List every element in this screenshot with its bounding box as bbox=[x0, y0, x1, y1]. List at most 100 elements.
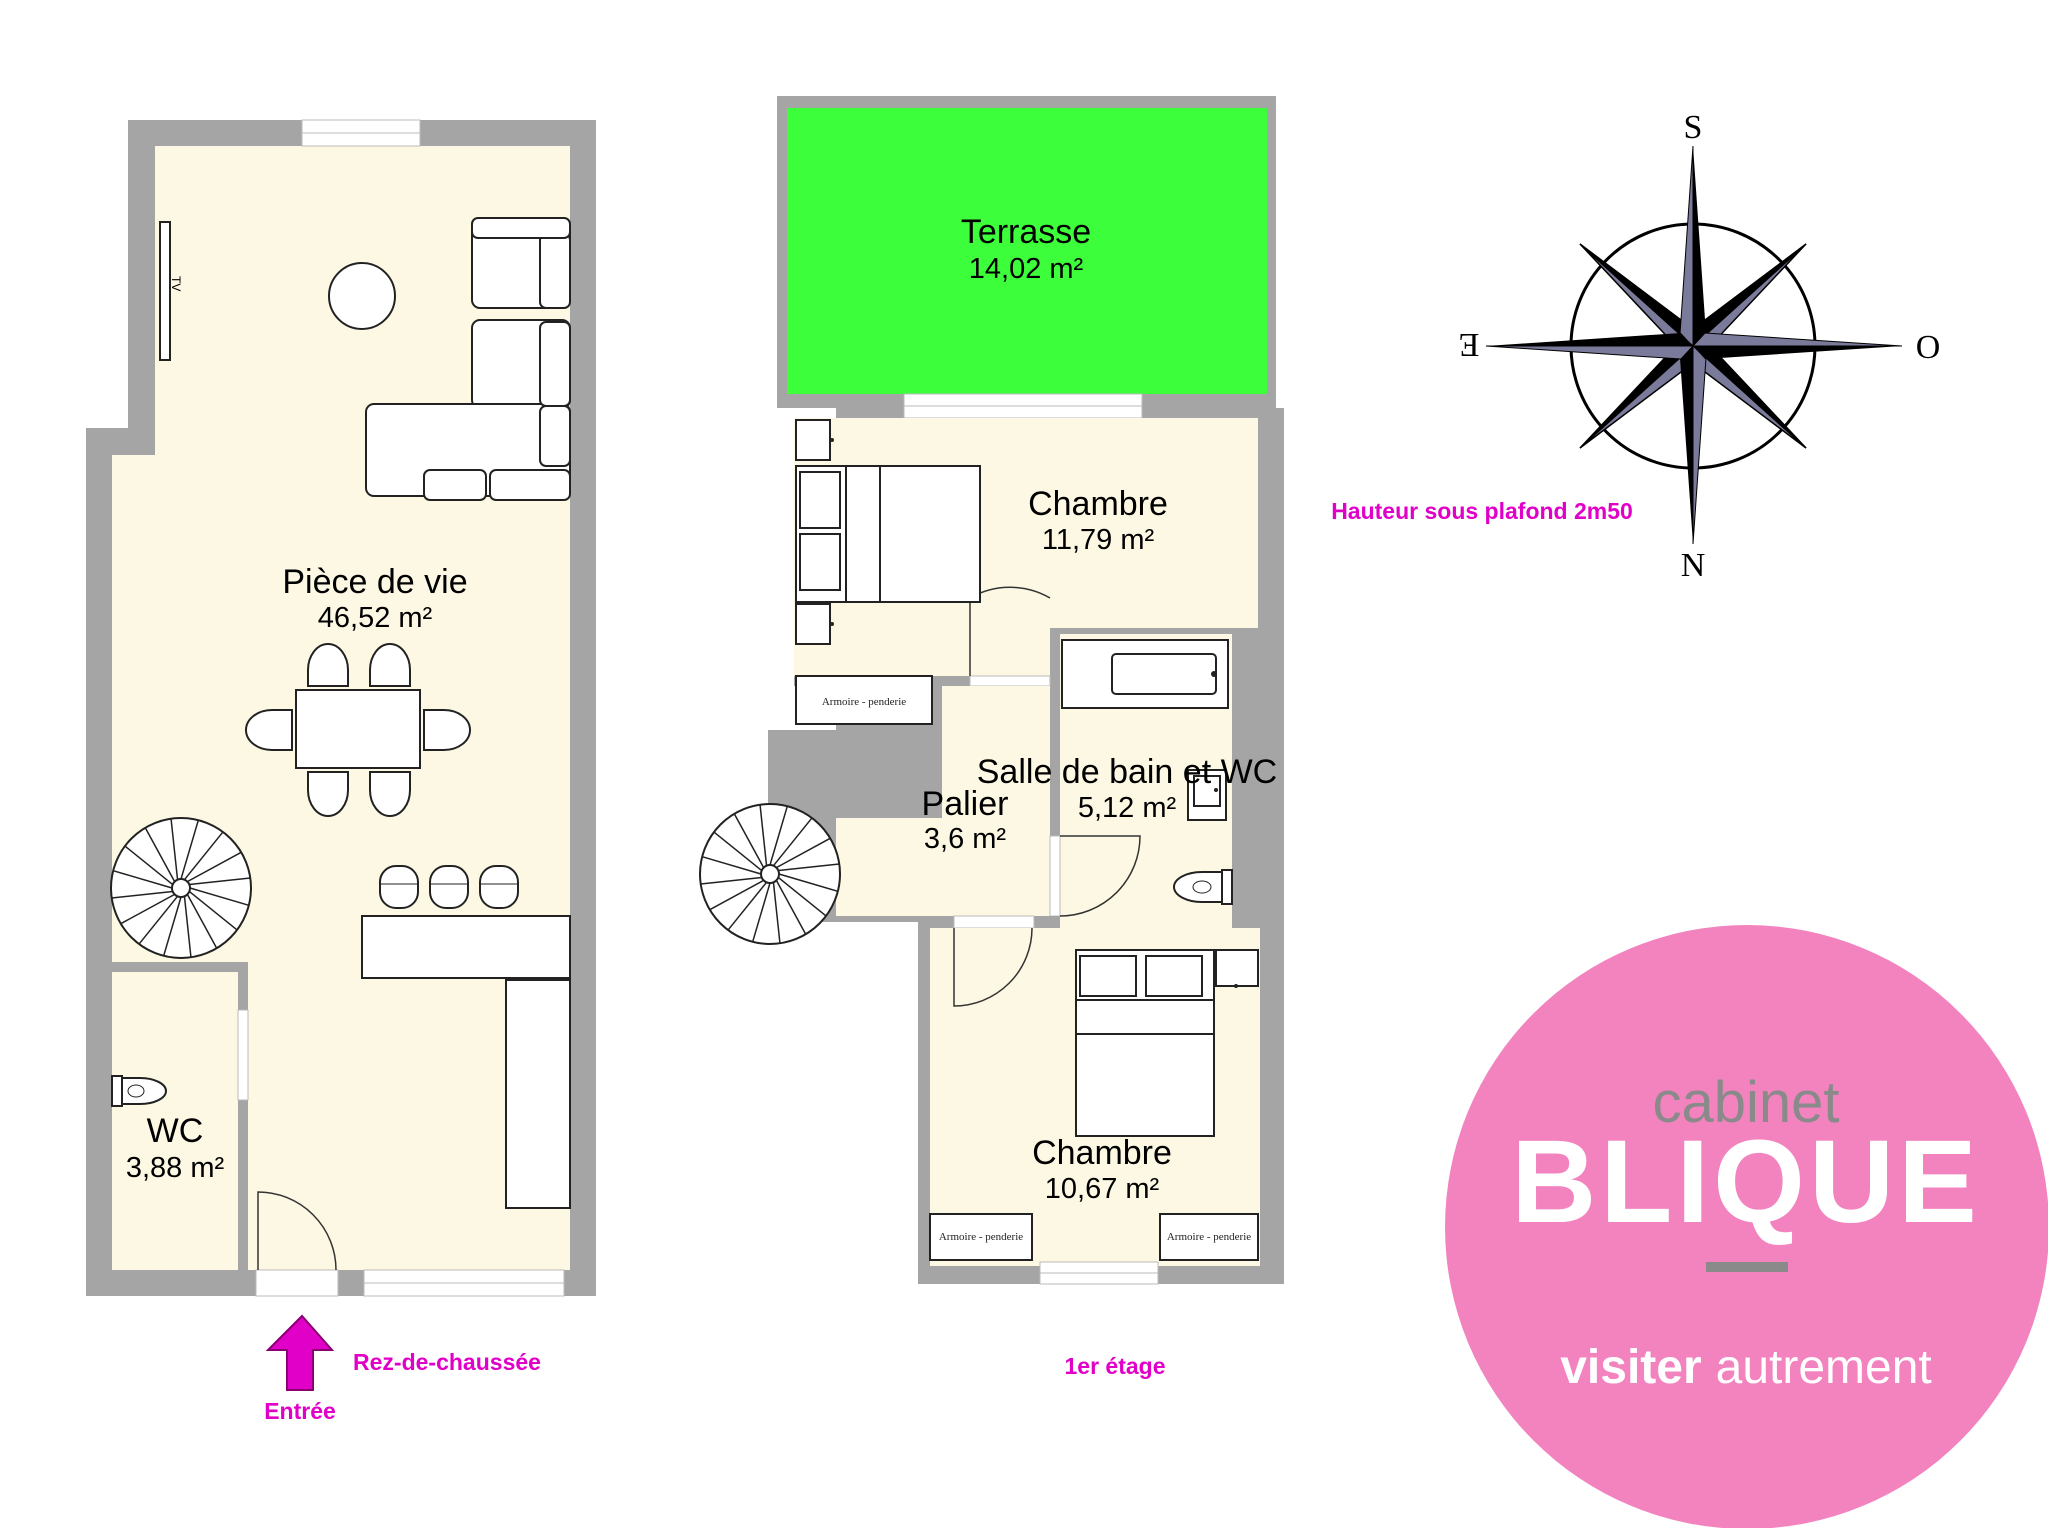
stair-tread bbox=[189, 877, 251, 886]
stair-tread bbox=[187, 851, 242, 883]
landing-name: Palier bbox=[922, 785, 1009, 823]
first-floor-label: 1er étage bbox=[1064, 1353, 1165, 1379]
stair-tread bbox=[777, 876, 827, 917]
stair-tread bbox=[189, 887, 250, 907]
stair-tread bbox=[727, 881, 768, 931]
sofa bbox=[365, 217, 571, 501]
bed-bedroom1 bbox=[795, 419, 981, 645]
logo-tagline: visiter autrement bbox=[1560, 1341, 1932, 1394]
compass-east: E bbox=[1459, 326, 1480, 363]
stair-tread bbox=[778, 873, 839, 893]
bedroom1-name: Chambre bbox=[1028, 485, 1168, 523]
entrance-door-swing bbox=[257, 1191, 337, 1271]
tv-label: TV bbox=[169, 276, 183, 291]
bedroom2-door-swing bbox=[953, 927, 1033, 1007]
wardrobe-bedroom2-left: Armoire - penderie bbox=[929, 1213, 1033, 1261]
ground-floor-label: Rez-de-chaussée bbox=[353, 1349, 541, 1375]
stair-tread bbox=[778, 863, 840, 872]
entrance-label: Entrée bbox=[264, 1398, 336, 1424]
bar-stools bbox=[379, 865, 519, 909]
stair-tread bbox=[700, 876, 762, 885]
stair-tread bbox=[120, 893, 175, 925]
stair-tread bbox=[112, 869, 173, 889]
stair-tread bbox=[162, 896, 182, 957]
stair-tread bbox=[775, 880, 807, 935]
wardrobe-bedroom1: Armoire - penderie bbox=[795, 675, 933, 725]
wardrobe-bedroom2-right: Armoire - penderie bbox=[1159, 1213, 1259, 1261]
wc-partition bbox=[112, 962, 248, 972]
round-side-table bbox=[328, 262, 396, 330]
bathroom-toilet bbox=[1173, 869, 1233, 905]
living-room-area: 46,52 m² bbox=[318, 602, 433, 634]
bedroom1-area: 11,79 m² bbox=[1042, 524, 1155, 556]
compass-rose-icon: S N E O bbox=[1459, 109, 1941, 584]
logo-tagline-bold: visiter bbox=[1560, 1341, 1701, 1394]
stair-tread bbox=[776, 837, 831, 869]
wc-name: WC bbox=[147, 1112, 204, 1150]
stair-tread bbox=[138, 895, 179, 945]
landing-area: 3,6 m² bbox=[924, 823, 1007, 855]
logo-blique-text: BLIQUE bbox=[1511, 1116, 1981, 1248]
stair-tread bbox=[733, 813, 765, 868]
terrace-name: Terrasse bbox=[961, 213, 1091, 251]
wc-partition-vertical bbox=[238, 962, 248, 1270]
spiral-staircase-ground bbox=[110, 817, 252, 959]
bathroom-sink bbox=[1187, 769, 1227, 821]
stair-tread bbox=[772, 882, 781, 944]
wardrobe-label-3: Armoire - penderie bbox=[1167, 1231, 1251, 1243]
compass-north: N bbox=[1681, 547, 1706, 584]
wardrobe-label-2: Armoire - penderie bbox=[939, 1231, 1023, 1243]
wardrobe-label-1: Armoire - penderie bbox=[822, 696, 906, 708]
bedroom1-floor-lower bbox=[794, 628, 1050, 676]
stair-tread bbox=[188, 890, 238, 931]
compass-west: O bbox=[1916, 329, 1941, 366]
stair-tread bbox=[183, 896, 192, 958]
stair-tread bbox=[111, 890, 173, 899]
stair-tread bbox=[751, 882, 771, 943]
stair-tread bbox=[713, 831, 763, 872]
wc-floor bbox=[112, 972, 238, 1270]
stair-tread bbox=[709, 879, 764, 911]
first-floor-plan: Armoire - penderie Armoire - penderie Ar… bbox=[699, 96, 1284, 1379]
logo-cabinet-text: cabinet bbox=[1652, 1070, 1839, 1135]
living-room-name: Pièce de vie bbox=[282, 563, 467, 601]
entrance-arrow-icon bbox=[265, 1314, 335, 1391]
stair-tread bbox=[144, 827, 176, 882]
landing-floor bbox=[942, 686, 1050, 916]
entrance-door-frame bbox=[255, 1269, 339, 1297]
stair-tread bbox=[772, 817, 813, 867]
stair-tread bbox=[701, 855, 762, 875]
stair-tread bbox=[186, 894, 218, 949]
stair-tread bbox=[124, 845, 174, 886]
logo-underline bbox=[1706, 1262, 1788, 1272]
wc-area: 3,88 m² bbox=[126, 1152, 225, 1184]
logo-tagline-rest: autrement bbox=[1716, 1341, 1932, 1394]
spiral-staircase-first bbox=[699, 803, 841, 945]
stair-tread bbox=[170, 818, 179, 880]
bathtub bbox=[1061, 639, 1229, 709]
bathroom-name: Salle de bain et WC bbox=[977, 753, 1278, 791]
kitchen-island bbox=[361, 915, 571, 979]
bathroom-area: 5,12 m² bbox=[1078, 792, 1177, 824]
bed-bedroom2 bbox=[1075, 949, 1259, 1137]
dining-set bbox=[245, 643, 471, 817]
stair-tread bbox=[180, 819, 200, 880]
bedroom2-name: Chambre bbox=[1032, 1134, 1172, 1172]
landing-floor-left bbox=[836, 818, 942, 916]
terrace-floor bbox=[787, 108, 1267, 394]
compass-south: S bbox=[1684, 109, 1703, 146]
wc-door-frame bbox=[237, 1009, 249, 1101]
kitchen-counter bbox=[505, 979, 571, 1209]
terrace-area: 14,02 m² bbox=[969, 253, 1084, 285]
stair-tread bbox=[769, 805, 789, 866]
bedroom2-area: 10,67 m² bbox=[1045, 1173, 1160, 1205]
tv-unit bbox=[159, 221, 171, 361]
ground-floor-plan: TV bbox=[86, 119, 596, 1424]
wc-toilet-ground bbox=[111, 1075, 167, 1107]
cabinet-blique-logo: cabinet BLIQUE visiter autrement bbox=[1445, 925, 2048, 1528]
stair-tread bbox=[759, 804, 768, 866]
ceiling-height-note: Hauteur sous plafond 2m50 bbox=[1331, 498, 1633, 524]
stair-tread bbox=[183, 831, 224, 881]
bathroom-door-swing bbox=[1059, 835, 1141, 917]
